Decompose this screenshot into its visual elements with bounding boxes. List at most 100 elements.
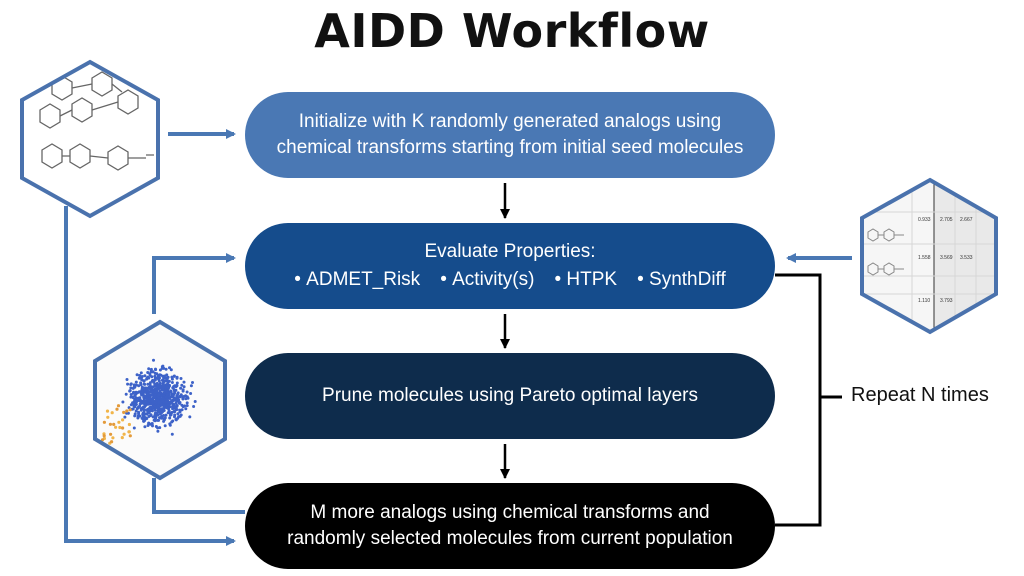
- scatter-point: [170, 420, 174, 424]
- scatter-point: [132, 390, 136, 394]
- scatter-point: [165, 406, 169, 410]
- scatter-point: [162, 383, 166, 387]
- scatter-point: [123, 415, 127, 419]
- scatter-point: [169, 389, 173, 393]
- scatter-point: [136, 391, 140, 395]
- scatter-point: [160, 378, 164, 382]
- scatter-point: [175, 381, 179, 385]
- scatter-point: [162, 394, 166, 397]
- scatter-point: [164, 395, 168, 399]
- scatter-point: [143, 404, 147, 408]
- scatter-point: [140, 385, 144, 389]
- scatter-point: [153, 411, 157, 415]
- scatter-point: [156, 429, 160, 433]
- scatter-point: [181, 405, 185, 409]
- scatter-point: [153, 419, 157, 423]
- scatter-point: [155, 372, 159, 376]
- scatter-point: [168, 422, 172, 426]
- step-initialize-line-2: chemical transforms starting from initia…: [276, 137, 744, 158]
- scatter-point: [147, 411, 151, 415]
- scatter-point: [164, 413, 168, 417]
- scatter-point: [129, 383, 133, 386]
- scatter-point: [129, 395, 133, 399]
- scatter-point: [164, 367, 168, 371]
- scatter-point: [173, 405, 177, 409]
- scatter-point: [170, 399, 174, 403]
- scatter-point-highlight: [122, 432, 126, 436]
- scatter-point-highlight: [115, 407, 119, 411]
- scatter-point-highlight: [110, 411, 114, 415]
- scatter-point: [179, 377, 183, 380]
- scatter-point: [151, 378, 155, 382]
- scatter-point: [157, 418, 161, 422]
- scatter-point: [189, 384, 193, 388]
- scatter-point: [162, 414, 165, 417]
- scatter-point: [126, 411, 130, 415]
- scatter-point: [174, 401, 178, 405]
- scatter-point-highlight: [128, 434, 132, 438]
- scatter-point-highlight: [120, 436, 124, 440]
- scatter-point: [164, 389, 168, 393]
- scatter-point: [136, 414, 140, 418]
- scatter-point: [153, 382, 157, 386]
- repeat-loop-bracket: [775, 273, 822, 527]
- table-cell: 3.569: [940, 255, 953, 261]
- scatter-to-evaluate-arrow: [152, 253, 236, 314]
- scatter-point: [141, 417, 145, 421]
- scatter-point: [150, 422, 154, 425]
- scatter-point: [171, 403, 175, 407]
- scatter-point: [137, 410, 141, 414]
- property-item: Activity(s): [440, 267, 534, 293]
- scatter-point: [132, 404, 136, 408]
- scatter-point: [152, 358, 155, 362]
- scatter-point: [139, 408, 143, 412]
- scatter-point: [140, 375, 144, 378]
- scatter-point: [177, 415, 181, 419]
- scatter-point-highlight: [128, 408, 132, 412]
- scatter-point: [148, 406, 152, 410]
- seed-molecules-hexagon: [20, 59, 160, 219]
- scatter-point: [171, 394, 175, 398]
- scatter-point: [139, 371, 143, 375]
- scatter-point: [185, 404, 189, 408]
- scatter-point-highlight: [108, 422, 112, 426]
- property-list: ADMET_Risk Activity(s) HTPK SynthDiff: [294, 267, 726, 293]
- scatter-point: [168, 413, 172, 417]
- repeat-label: Repeat N times: [851, 384, 989, 406]
- scatter-point: [161, 387, 165, 391]
- scatter-point: [131, 407, 135, 411]
- step-more-analogs: M more analogs using chemical transforms…: [245, 483, 775, 569]
- scatter-point: [167, 400, 171, 404]
- scatter-point-highlight: [105, 409, 110, 413]
- step-evaluate: Evaluate Properties: ADMET_Risk Activity…: [245, 223, 775, 309]
- scatter-point: [165, 377, 169, 381]
- scatter-point-highlight: [109, 432, 113, 436]
- scatter-point: [164, 400, 168, 404]
- step-more-line-1: M more analogs using chemical transforms…: [310, 502, 710, 523]
- scatter-point: [132, 426, 136, 430]
- scatter-point: [172, 388, 176, 392]
- scatter-point: [151, 406, 155, 409]
- scatter-point: [182, 380, 186, 384]
- scatter-point: [159, 384, 163, 388]
- scatter-point: [162, 407, 166, 410]
- scatter-point: [141, 412, 145, 416]
- table-cell: 3.533: [960, 255, 973, 261]
- scatter-point: [139, 399, 143, 403]
- scatter-point: [148, 394, 152, 398]
- scatter-point: [134, 409, 138, 413]
- seed-to-more-arrow: [64, 206, 236, 546]
- scatter-point: [138, 374, 142, 377]
- scatter-point: [145, 386, 149, 390]
- scatter-point: [134, 403, 138, 406]
- scatter-point: [131, 401, 135, 405]
- scatter-point: [134, 399, 138, 403]
- scatter-point: [126, 382, 130, 386]
- scatter-point: [142, 379, 146, 383]
- scatter-point: [147, 402, 151, 406]
- scatter-point: [178, 401, 182, 404]
- scatter-point: [150, 399, 154, 403]
- scatter-point: [188, 415, 192, 419]
- step-initialize-line-1: Initialize with K randomly generated ana…: [298, 111, 722, 132]
- scatter-point: [168, 383, 171, 387]
